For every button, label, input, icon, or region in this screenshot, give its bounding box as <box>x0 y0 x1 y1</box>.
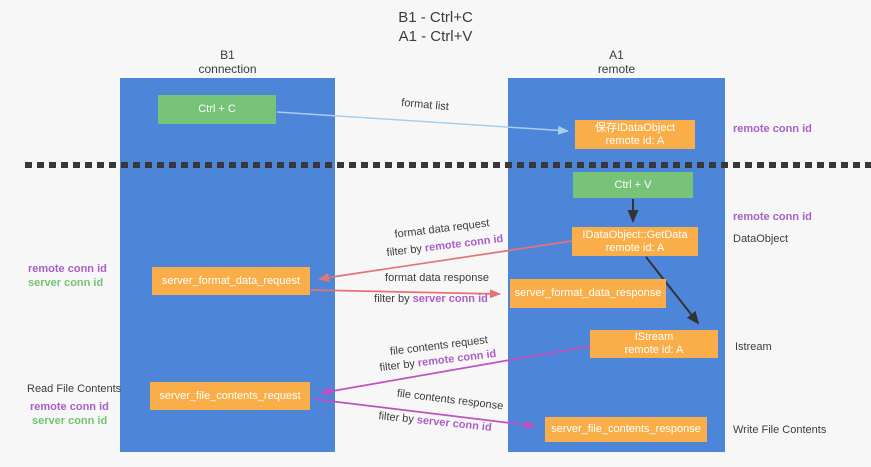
read-file-contents-label: Read File Contents <box>27 383 122 395</box>
file-contents-request-arrow <box>320 345 591 396</box>
format-list-arrow <box>276 111 569 135</box>
node-server-file-contents-response-label: server_file_contents_response <box>551 423 701 435</box>
format-data-request-arrow <box>318 240 573 282</box>
node-server-format-data-response-label: server_format_data_response <box>514 287 662 299</box>
dataobject-label: DataObject <box>733 233 789 245</box>
node-istream: IStream remote id: A <box>590 330 718 358</box>
node-idataobject-getdata-sublabel: remote id: A <box>605 241 665 254</box>
node-server-format-data-request: server_format_data_request <box>152 267 310 295</box>
node-idataobject-getdata: IDataObject::GetData remote id: A <box>572 227 698 256</box>
format-response-filter-label: filter by server conn id <box>366 293 496 306</box>
node-ctrl-c: Ctrl + C <box>158 95 276 124</box>
node-save-idataobject-sublabel: remote id: A <box>605 134 665 147</box>
node-server-format-data-request-label: server_format_data_request <box>161 274 301 287</box>
right-remote-conn-id-top-label: remote conn id <box>733 123 812 135</box>
file-contents-response-arrow <box>312 398 536 430</box>
getdata-to-istream-arrow <box>645 256 700 325</box>
right-remote-conn-id-mid-label: remote conn id <box>733 211 812 223</box>
filter-by-text: filter by <box>374 293 413 305</box>
node-save-idataobject-label: 保存IDataObject <box>594 121 676 134</box>
node-ctrl-v: Ctrl + V <box>573 172 693 198</box>
lane-a1-title: A1 <box>609 48 624 62</box>
node-istream-label: IStream <box>634 331 674 343</box>
node-server-file-contents-request-label: server_file_contents_request <box>159 389 301 402</box>
format-data-response-label: format data response <box>385 272 489 284</box>
node-server-file-contents-response: server_file_contents_response <box>545 417 707 442</box>
node-idataobject-getdata-label: IDataObject::GetData <box>582 228 688 241</box>
node-ctrl-c-label: Ctrl + C <box>198 103 236 115</box>
write-file-contents-label: Write File Contents <box>733 424 827 436</box>
node-istream-sublabel: remote id: A <box>624 344 684 356</box>
node-ctrl-v-label: Ctrl + V <box>614 178 652 191</box>
lane-b1-subtitle: connection <box>198 62 257 76</box>
format-data-response-arrow <box>310 289 501 299</box>
diagram-title: B1 - Ctrl+C A1 - Ctrl+V <box>0 8 871 46</box>
lane-header-b1: B1 connection <box>120 48 335 76</box>
node-server-format-data-response: server_format_data_response <box>510 279 666 308</box>
lane-b1-title: B1 <box>220 48 235 62</box>
left-format-remote-conn-id-label: remote conn id <box>28 263 107 275</box>
server-conn-id-key: server conn id <box>412 293 488 305</box>
istream-side-label: Istream <box>735 341 772 353</box>
title-line-2: A1 - Ctrl+V <box>398 28 473 45</box>
session-divider-dashed-line <box>25 162 871 168</box>
lane-a1-subtitle: remote <box>597 62 636 76</box>
left-file-server-conn-id-label: server conn id <box>32 415 108 427</box>
lane-header-a1: A1 remote <box>508 48 725 76</box>
left-file-remote-conn-id-label: remote conn id <box>30 401 109 413</box>
left-format-server-conn-id-label: server conn id <box>28 277 104 289</box>
title-line-1: B1 - Ctrl+C <box>398 9 473 26</box>
node-server-file-contents-request: server_file_contents_request <box>150 382 310 410</box>
node-save-idataobject: 保存IDataObject remote id: A <box>575 120 695 149</box>
